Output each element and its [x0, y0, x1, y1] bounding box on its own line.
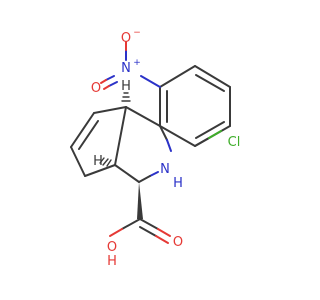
stereo-h-top-label: H	[121, 79, 131, 94]
bond-c5-cl-a	[194, 137, 210, 147]
acid-oh-o-label: O	[107, 240, 117, 255]
bond-c-o-double-b	[157, 228, 171, 237]
nitro-n-charge: +	[133, 58, 141, 68]
bond-c3p-c3a	[84, 164, 116, 177]
nitro-n-label: N	[121, 61, 131, 76]
hash-mid-1	[106, 159, 112, 167]
nitro-o-charge: −	[133, 28, 141, 38]
bond-c6-n-b	[166, 139, 172, 152]
nitro-o-top-label: O	[121, 31, 131, 46]
chloro-label: Cl	[228, 135, 241, 150]
piperidine-ring: N H	[114, 106, 183, 191]
bond-c6-n-a	[159, 125, 168, 141]
bond-c2-c3	[194, 65, 231, 88]
hash-mid-2	[102, 158, 109, 166]
stereo-h-mid: H	[93, 154, 112, 169]
chloro-substituent: Cl	[194, 130, 241, 150]
stereo-h-top: H	[121, 79, 131, 102]
bond-c-o-double-d	[155, 235, 169, 244]
bond-c1-nitro-n	[140, 75, 161, 88]
nitro-group: N + O − O	[91, 28, 161, 96]
acid-oh-h-label: H	[107, 254, 117, 269]
bond-c1-c2	[159, 65, 196, 88]
acid-o-double-label: O	[173, 235, 183, 250]
bond-c9b-c1p	[93, 106, 127, 114]
bond-c-oh-b	[109, 228, 123, 237]
cyclopentene-ring	[70, 106, 127, 177]
bond-c-o-double-a	[139, 218, 159, 230]
bond-c-o-double-c	[139, 226, 157, 237]
bond-c3a-c9b	[114, 106, 127, 166]
bond-c9b-c6	[125, 106, 161, 127]
bond-c1p-c2p	[70, 112, 95, 148]
carboxylic-acid-group: O O H	[107, 182, 183, 269]
bond-c1p-c2p-inner	[78, 120, 99, 150]
bond-nitro-n-o-left-b	[108, 81, 118, 87]
bond-c-oh-a	[121, 218, 141, 230]
bond-c2p-c3p	[70, 146, 86, 177]
bond-c4-c3a	[114, 164, 140, 183]
amine-n-label: N	[160, 162, 170, 177]
bond-c5-cl-b	[208, 130, 222, 139]
benzene-ring	[159, 65, 231, 147]
bond-c5-c6	[159, 125, 196, 147]
bond-n-c4-b	[138, 175, 151, 183]
hash-mid-3	[99, 157, 105, 164]
wedge-c4-carboxyl	[137, 182, 143, 219]
bond-nitro-o-left-a	[100, 79, 107, 84]
molecule-structure-diagram: N + O − O Cl N H H	[70, 28, 241, 269]
bond-c2-c3-inner	[195, 74, 225, 92]
bond-nitro-o-left-b	[103, 85, 110, 90]
bond-c4-c5-inner	[195, 121, 225, 139]
bond-n-c4-a	[149, 171, 159, 177]
nitro-o-left-label: O	[91, 81, 101, 96]
stereo-h-mid-label: H	[93, 154, 103, 169]
bond-nitro-n-o-left-a	[105, 75, 115, 81]
amine-h-label: H	[173, 176, 183, 191]
